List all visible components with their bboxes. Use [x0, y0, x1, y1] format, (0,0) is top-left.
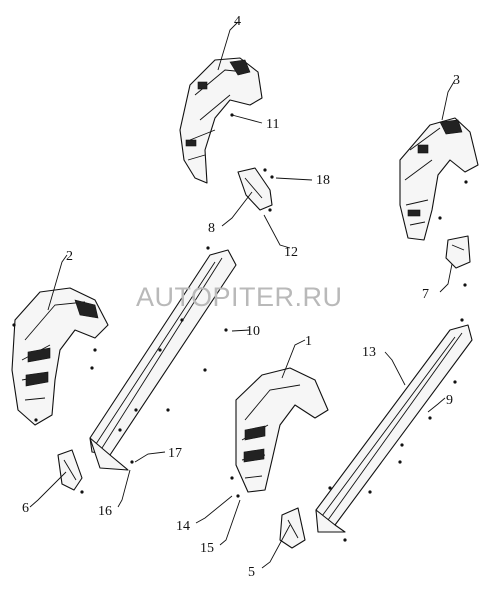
fasteners [12, 113, 468, 542]
part-7-bracket [445, 235, 471, 269]
part-13-sill-panel [315, 324, 473, 533]
part-5-bracket [279, 507, 306, 549]
callout-1: 1 [305, 334, 312, 349]
callout-3: 3 [453, 73, 460, 88]
part-6-bracket [57, 449, 83, 491]
callout-6: 6 [22, 501, 29, 516]
callout-12: 12 [284, 245, 298, 260]
callout-7: 7 [422, 287, 429, 302]
part-4-wheel-liner [179, 57, 263, 184]
callout-4: 4 [234, 14, 241, 29]
callout-labels: 4 11 3 18 8 12 2 10 7 1 13 9 6 17 16 14 … [22, 14, 460, 580]
callout-2: 2 [66, 249, 73, 264]
part-8-bracket [237, 167, 273, 211]
callout-15: 15 [200, 541, 214, 556]
callout-17: 17 [168, 446, 182, 461]
callout-5: 5 [248, 565, 255, 580]
part-10-sill-panel [89, 249, 237, 471]
part-2-wheel-liner [11, 287, 109, 426]
part-1-wheel-liner [235, 367, 329, 493]
callout-14: 14 [176, 519, 190, 534]
callout-13: 13 [362, 345, 376, 360]
callout-8: 8 [208, 221, 215, 236]
leader-lines [29, 21, 456, 569]
callout-11: 11 [266, 117, 279, 132]
watermark-text: AUTOPITER.RU [136, 282, 343, 312]
callout-10: 10 [246, 324, 260, 339]
part-3-wheel-liner [399, 117, 479, 241]
callout-18: 18 [316, 173, 330, 188]
callout-9: 9 [446, 393, 453, 408]
callout-16: 16 [98, 504, 112, 519]
